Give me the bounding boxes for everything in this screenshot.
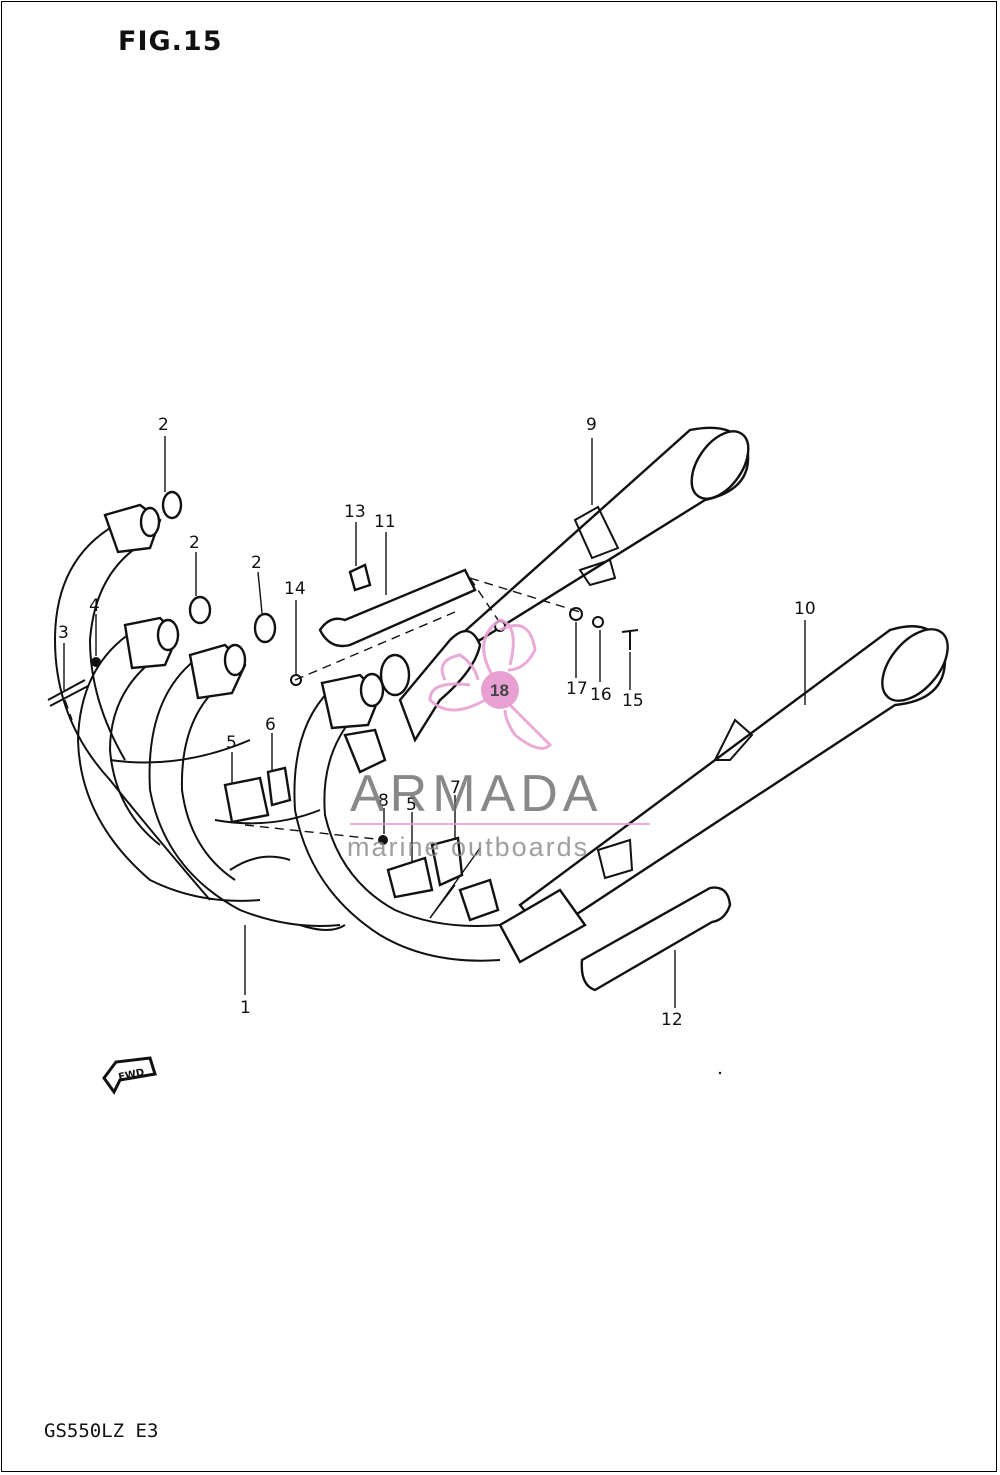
- callout-3: 3: [58, 623, 69, 643]
- callout-8: 8: [378, 791, 389, 811]
- watermark-badge-number: 18: [490, 681, 509, 700]
- callout-14: 14: [284, 579, 306, 599]
- callout-12: 12: [661, 1010, 683, 1030]
- watermark-brand: ARMADA: [350, 765, 602, 823]
- callout-15: 15: [622, 691, 644, 711]
- stud-bolt-3: [47, 679, 89, 707]
- callout-labels: 2 2 2 3 4 1 5 5 6 7 8 9 10 11 12 13 14 1…: [58, 415, 816, 1030]
- gasket-2a: [161, 490, 183, 520]
- nut-16: [592, 616, 604, 628]
- clamp-13: [348, 563, 372, 592]
- watermark-tagline: marine outboards: [347, 832, 589, 862]
- watermark-badge: [481, 671, 519, 709]
- propeller-logo-icon: [428, 618, 553, 750]
- callout-2a: 2: [158, 415, 169, 435]
- fwd-label: FWD: [117, 1067, 145, 1083]
- muffler-right: [451, 426, 750, 642]
- callout-1: 1: [240, 998, 251, 1018]
- figure-title: FIG.15: [118, 26, 223, 57]
- callout-6: 6: [265, 715, 276, 735]
- callout-16: 16: [590, 685, 612, 705]
- bolt-15: [621, 629, 639, 650]
- heat-guard-12: [580, 886, 732, 992]
- nut-4: [91, 657, 101, 667]
- callout-2c: 2: [251, 553, 262, 573]
- callout-13: 13: [344, 502, 366, 522]
- callout-7: 7: [450, 778, 461, 798]
- callout-2b: 2: [189, 533, 200, 553]
- callout-9: 9: [586, 415, 597, 435]
- pipe-clamps: [103, 503, 387, 774]
- exhaust-pipe-assembly: [53, 524, 587, 995]
- clamp-6: [266, 766, 292, 807]
- callout-5b: 5: [406, 795, 417, 815]
- forward-direction-arrow: FWD: [102, 1056, 157, 1095]
- callout-17: 17: [566, 679, 588, 699]
- connector-5a: [223, 776, 270, 824]
- gasket-2c: [253, 612, 277, 644]
- callout-10: 10: [794, 599, 816, 619]
- armada-watermark: 18 ARMADA marine outboards: [347, 618, 650, 862]
- callout-5a: 5: [226, 733, 237, 753]
- clamp-7b: [458, 878, 500, 922]
- alignment-lines: [64, 577, 581, 919]
- gasket-2b: [188, 595, 212, 625]
- callout-11: 11: [374, 512, 396, 532]
- gaskets-and-hardware: [47, 490, 732, 992]
- leader-lines: [63, 436, 676, 1008]
- model-code: GS550LZ E3: [44, 1420, 159, 1442]
- clamp-7: [430, 836, 464, 887]
- connector-5b: [386, 856, 434, 899]
- muffler-left: [518, 620, 949, 937]
- callout-4: 4: [89, 596, 100, 616]
